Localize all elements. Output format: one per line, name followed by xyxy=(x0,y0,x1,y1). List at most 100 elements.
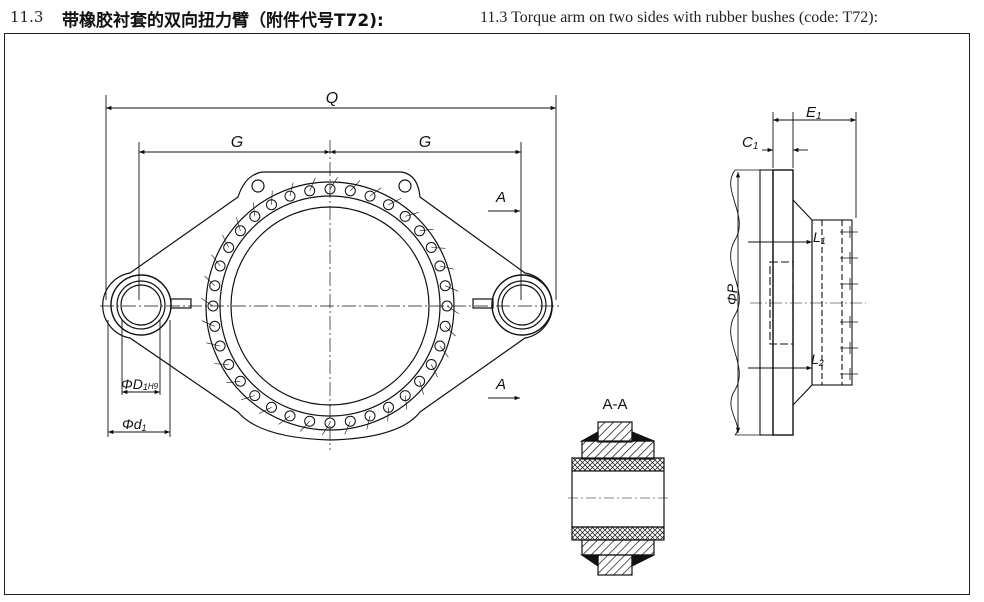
bolt-hole-tick xyxy=(431,247,446,249)
bolt-hole-tick xyxy=(241,395,255,400)
left-bush-mid xyxy=(116,280,166,330)
bolt-hole xyxy=(284,410,296,422)
bolt-hole xyxy=(383,199,394,211)
bolt-hole xyxy=(439,320,451,332)
bolt-hole-tick xyxy=(445,285,459,292)
bolt-hole xyxy=(439,280,451,292)
front-dimensions xyxy=(105,95,557,437)
bolt-hole-tick xyxy=(258,407,272,414)
section-plate-top xyxy=(597,421,633,443)
bolt-hole-tick xyxy=(271,190,273,205)
bolt-hole-tick xyxy=(278,415,291,425)
label-E1: E1 xyxy=(806,104,822,122)
bolt-hole xyxy=(249,390,261,402)
section-mark-top: A xyxy=(495,189,506,206)
bolt-hole-tick xyxy=(366,415,371,430)
bolt-hole xyxy=(344,415,356,427)
bolt-hole xyxy=(364,410,376,422)
bolt-hole-tick xyxy=(431,364,438,378)
bolt-hole xyxy=(209,320,221,332)
bolt-hole xyxy=(399,210,411,222)
bolt-hole xyxy=(214,340,226,352)
label-G-right: G xyxy=(419,134,431,151)
label-d1: Φd1 xyxy=(122,416,147,433)
bolt-hole-tick xyxy=(404,395,408,410)
bolt-hole xyxy=(304,415,316,427)
side-view xyxy=(730,169,866,436)
bolt-hole xyxy=(249,210,261,222)
right-pin xyxy=(472,298,494,309)
bolt-hole xyxy=(344,185,356,197)
bolt-hole xyxy=(425,359,437,370)
bolt-hole xyxy=(214,260,226,272)
bolt-hole-tick xyxy=(226,380,241,384)
bolt-hole-tick xyxy=(214,363,229,365)
bush-top-rubber xyxy=(571,457,665,472)
bolt-hole xyxy=(324,417,336,429)
rubber-wedge-tr xyxy=(631,431,655,442)
torque-arm-outline xyxy=(102,171,553,441)
bolt-hole xyxy=(234,375,246,387)
bolt-hole-tick xyxy=(350,180,361,192)
left-bush-inner xyxy=(120,284,162,326)
bolt-hole-tick xyxy=(201,298,214,307)
bolt-hole xyxy=(441,300,453,312)
bolt-hole-tick xyxy=(204,275,216,286)
header: 11.3 带橡胶衬套的双向扭力臂（附件代号T72): 11.3 Torque a… xyxy=(0,2,984,32)
section-plate-bottom xyxy=(597,554,633,576)
right-bush-inner xyxy=(501,284,543,326)
bush-bottom-rubber xyxy=(571,526,665,541)
bolt-holes xyxy=(201,177,459,435)
bolt-hole xyxy=(284,190,296,202)
label-G-left: G xyxy=(231,134,243,151)
bolt-hole-tick xyxy=(344,421,351,435)
bolt-hole-tick xyxy=(446,305,459,314)
bolt-hole xyxy=(266,401,277,413)
side-bolts xyxy=(840,226,858,380)
bolt-hole-tick xyxy=(201,320,215,327)
bolt-hole-tick xyxy=(252,202,256,217)
rubber-wedge-tl xyxy=(579,430,599,442)
bolt-hole-tick xyxy=(419,381,424,395)
rubber-wedge-bl xyxy=(580,554,599,568)
bolt-hole-tick xyxy=(206,342,221,347)
bolt-hole-tick xyxy=(369,187,382,197)
front-view xyxy=(100,140,562,450)
bolt-hole-tick xyxy=(222,234,229,248)
bolt-hole xyxy=(414,225,426,237)
bolt-hole xyxy=(434,340,446,352)
bush-bottom-ring xyxy=(581,539,655,556)
rubber-wedge-br xyxy=(631,554,655,567)
side-plate-front xyxy=(759,169,774,436)
bolt-hole xyxy=(414,375,426,387)
bolt-hole-tick xyxy=(387,407,389,422)
drawing-frame xyxy=(4,33,970,595)
label-Q: Q xyxy=(326,90,338,107)
bolt-hole-tick xyxy=(388,198,402,205)
bolt-hole-tick xyxy=(439,345,449,358)
bolt-hole-tick xyxy=(299,420,310,432)
title-english: 11.3 Torque arm on two sides with rubber… xyxy=(480,9,879,26)
top-left-hole xyxy=(251,179,265,193)
section-mark-bottom: A xyxy=(495,376,506,393)
label-L1: L1 xyxy=(813,229,826,246)
section-view xyxy=(568,421,668,576)
section-title: A-A xyxy=(602,396,627,413)
bush-top-ring xyxy=(581,440,655,460)
side-plate-back xyxy=(772,169,794,436)
title-chinese: 带橡胶衬套的双向扭力臂（附件代号T72): xyxy=(62,11,384,31)
bolt-hole xyxy=(234,225,246,237)
bolt-hole-tick xyxy=(211,254,221,267)
bolt-hole-tick xyxy=(309,177,316,191)
label-D1: ΦD1H9 xyxy=(121,376,159,392)
right-bush-mid xyxy=(497,280,547,330)
label-C1: C1 xyxy=(742,134,758,152)
left-bush-outer xyxy=(110,274,172,336)
bolt-hole-tick xyxy=(405,212,419,217)
bolt-hole xyxy=(209,280,221,292)
side-bush-body xyxy=(811,219,853,386)
bolt-hole-tick xyxy=(329,177,338,190)
top-right-hole xyxy=(398,179,412,193)
bolt-hole-tick xyxy=(236,217,241,231)
